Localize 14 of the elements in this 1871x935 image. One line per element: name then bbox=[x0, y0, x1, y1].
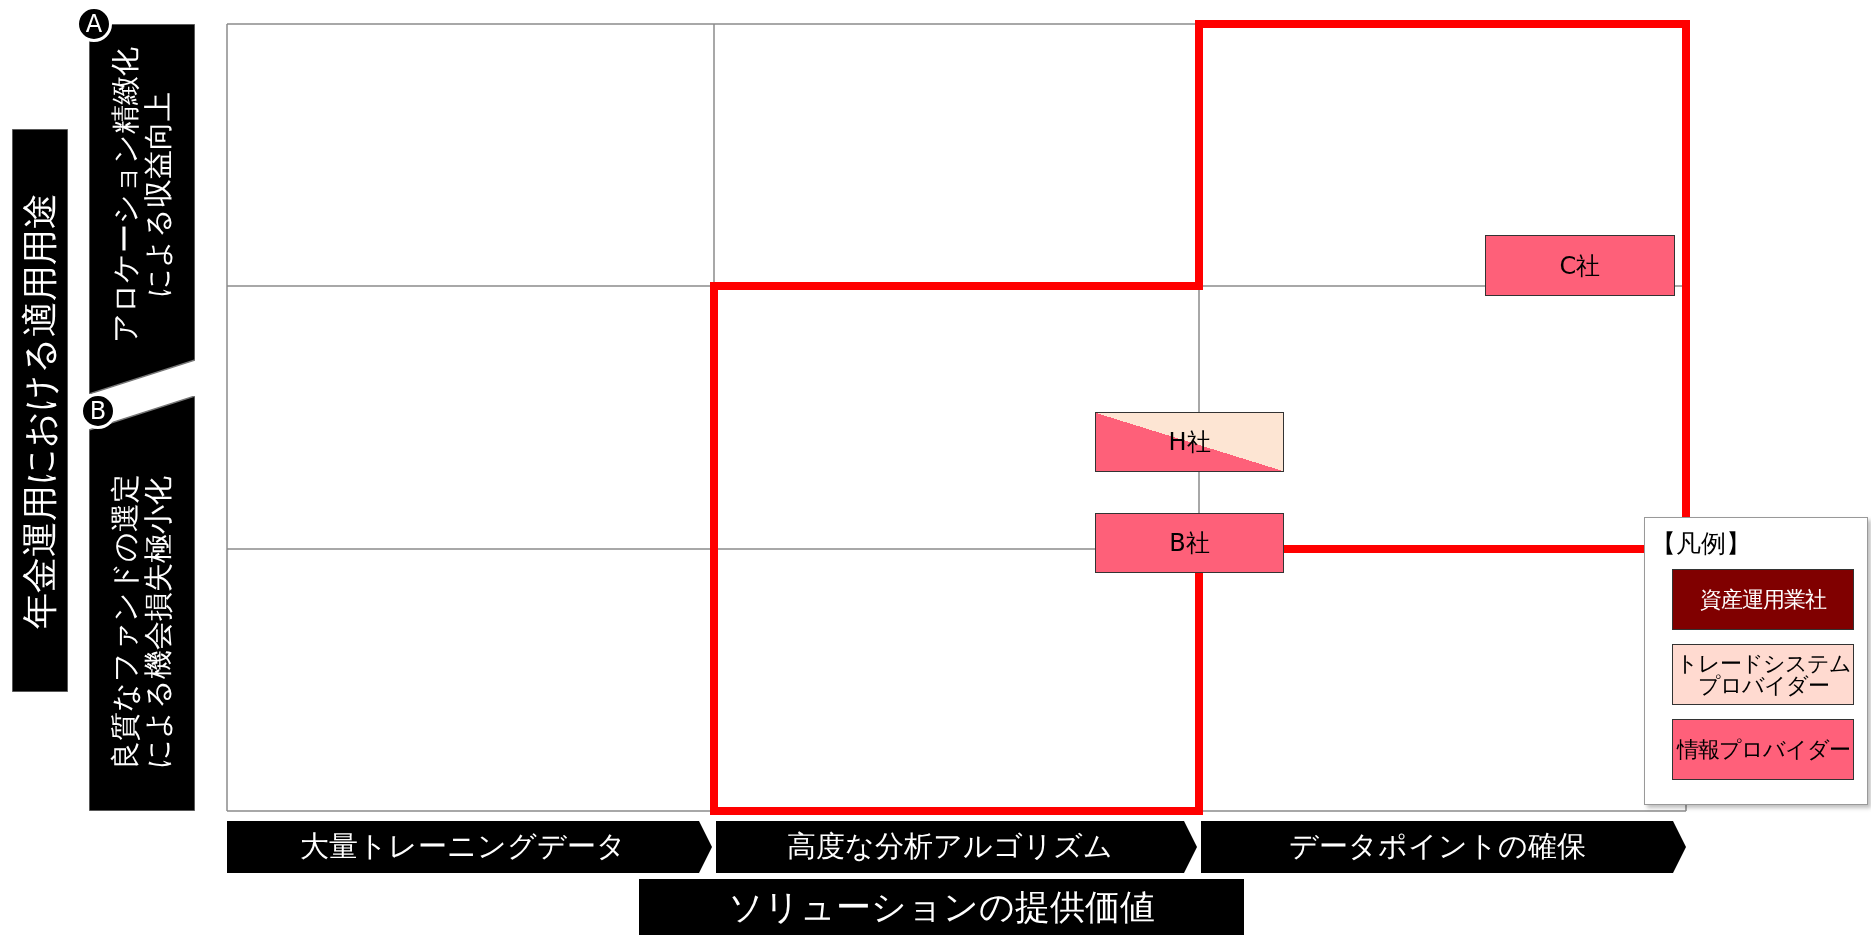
company-box: B社 bbox=[1095, 513, 1284, 573]
axis-title-box: 年金運用における適用用途 bbox=[12, 129, 68, 692]
marker-circle: B bbox=[80, 393, 116, 429]
chevron-box: 大量トレーニングデータ bbox=[227, 821, 712, 873]
marker-circle: A bbox=[76, 6, 112, 42]
axis-title-box: ソリューションの提供価値 bbox=[639, 879, 1244, 935]
company-box: H社 bbox=[1095, 412, 1284, 472]
chevron-box: 高度な分析アルゴリズム bbox=[716, 821, 1197, 873]
legend-key: トレードシステムプロバイダー bbox=[1672, 644, 1854, 705]
legend-key: 資産運用業社 bbox=[1672, 569, 1854, 630]
company-box: C社 bbox=[1485, 235, 1675, 296]
legend-title: 【凡例】 bbox=[1651, 528, 1751, 560]
chevron-box: データポイントの確保 bbox=[1201, 821, 1686, 873]
legend-key: 情報プロバイダー bbox=[1672, 719, 1854, 780]
